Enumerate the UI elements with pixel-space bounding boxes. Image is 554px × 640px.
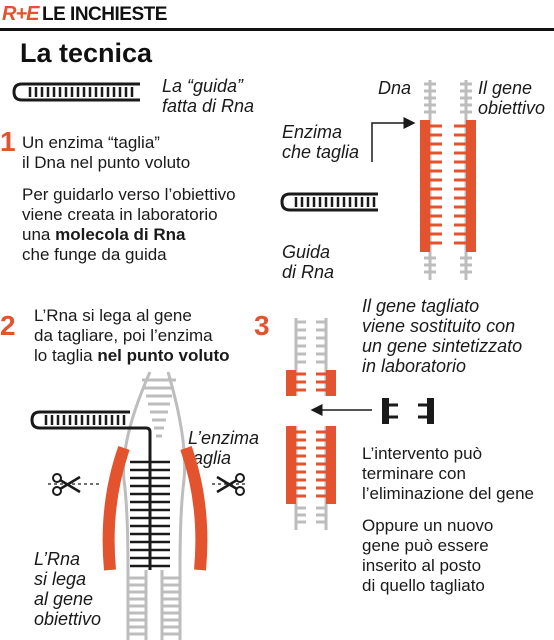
page-title: La tecnica xyxy=(20,38,153,68)
step-3-caption: Il gene tagliato viene sostituito con un… xyxy=(362,296,522,376)
step-2-line-1: L’Rna si lega al gene xyxy=(34,306,192,325)
step-1-guide-rna-icon xyxy=(280,192,378,212)
brand-logo: R+E xyxy=(2,3,39,25)
section-title: LE INCHIESTE xyxy=(42,4,167,25)
gene-target-label: Il gene obiettivo xyxy=(478,78,545,118)
step-2-gene-right xyxy=(180,446,208,571)
step-2-enzyme-line-2: taglia xyxy=(188,448,232,468)
dna-label: Dna xyxy=(378,78,412,98)
step-2-gene-left xyxy=(102,446,130,571)
step-2-number: 2 xyxy=(0,310,16,341)
step-3-line-3: l’eliminazione del gene xyxy=(362,484,535,503)
step-2-guide-rna-icon xyxy=(30,410,152,455)
step-2-text: L’Rna si lega al gene da tagliare, poi l… xyxy=(34,306,230,366)
step-1-text-a: Un enzima “taglia” il Dna nel punto volu… xyxy=(22,133,190,173)
step-2-enzyme-label: L’enzima taglia xyxy=(188,428,259,468)
guide-line-2: di Rna xyxy=(282,262,335,282)
gene-segment-right xyxy=(466,120,476,252)
step-1-line-1: Un enzima “taglia” xyxy=(22,133,160,152)
step-2-rna-line-4: obiettivo xyxy=(34,609,102,629)
step-3-caption-line-2: viene sostituito con xyxy=(362,316,516,336)
step-3-dna-cut xyxy=(286,318,336,530)
step-3-line-2: terminare con xyxy=(362,464,466,483)
step-1-line-2: il Dna nel punto voluto xyxy=(22,153,191,172)
guide-legend-line-1: La “guida” xyxy=(162,76,244,96)
step-2-line-2: da tagliare, poi l’enzima xyxy=(34,326,213,345)
step-3-line-5: gene può essere xyxy=(362,536,489,555)
step-2-rna-line-1: L’Rna xyxy=(34,549,81,569)
step-1-number: 1 xyxy=(0,126,16,157)
step-3-number: 3 xyxy=(254,310,270,341)
step-3-gene-bottom-left xyxy=(286,426,296,504)
step-2-bold-cut: nel punto voluto xyxy=(97,346,230,365)
step-1-bold-rna: molecola di Rna xyxy=(55,225,186,244)
step-1-line-5-start: una xyxy=(22,225,56,244)
step-1-line-6: che funge da guida xyxy=(22,245,167,264)
scissors-icon xyxy=(212,473,248,496)
guide-line-1: Guida xyxy=(282,242,331,262)
enzyme-label: Enzima che taglia xyxy=(282,122,359,162)
step-2-dna-unzipped xyxy=(102,371,208,640)
masthead: R+E LE INCHIESTE xyxy=(0,0,554,31)
guide-label: Guida di Rna xyxy=(282,242,334,282)
step-3-line-7: di quello tagliato xyxy=(362,576,485,595)
step-3-caption-line-3: un gene sintetizzato xyxy=(362,336,523,356)
step-1-line-4: viene creata in laboratorio xyxy=(22,205,218,224)
step-3-gene-bottom-right xyxy=(326,426,336,504)
gene-segment-left xyxy=(420,120,430,252)
step-2-rna-line-3: al gene xyxy=(34,589,94,609)
step-1-line-5: una molecola di Rna xyxy=(22,225,236,245)
step-2-rna-label: L’Rna si lega al gene obiettivo xyxy=(34,549,101,629)
enzyme-pointer-arrow xyxy=(371,117,416,162)
gene-target-line-1: Il gene xyxy=(478,78,533,98)
step-2-enzyme-line-1: L’enzima xyxy=(188,428,260,448)
step-3-gene-top-left xyxy=(286,370,296,396)
step-3-text-a: L’intervento può terminare con l’elimina… xyxy=(362,444,534,504)
synthetic-gene-icon xyxy=(382,398,434,424)
enzyme-line-1: Enzima xyxy=(282,122,343,142)
step-3-line-1: L’intervento può xyxy=(362,444,483,463)
step-2-line-3-start: lo taglia xyxy=(34,346,98,365)
legend-guide-rna-icon xyxy=(12,82,140,102)
enzyme-line-2: che taglia xyxy=(282,142,360,162)
step-1-dna-strand xyxy=(420,80,476,280)
step-2-rna-line-2: si lega xyxy=(34,569,87,589)
masthead-rule xyxy=(0,28,554,31)
step-3-line-4: Oppure un nuovo xyxy=(362,516,494,535)
step-1-line-3: Per guidarlo verso l’obiettivo xyxy=(22,185,236,204)
scissors-icon xyxy=(48,473,100,496)
step-3-caption-line-1: Il gene tagliato xyxy=(362,296,480,316)
step-1-text-b: Per guidarlo verso l’obiettivo viene cre… xyxy=(22,185,236,265)
step-2-line-3: lo taglia nel punto voluto xyxy=(34,346,230,366)
step-3-caption-line-4: in laboratorio xyxy=(362,356,467,376)
guide-legend-line-2: fatta di Rna xyxy=(162,96,255,116)
step-3-line-6: inserito al posto xyxy=(362,556,482,575)
gene-target-line-2: obiettivo xyxy=(478,98,546,118)
guide-legend-caption: La “guida” fatta di Rna xyxy=(162,76,254,116)
step-3-gene-top-right xyxy=(326,370,336,396)
step-3-text-b: Oppure un nuovo gene può essere inserito… xyxy=(362,516,493,596)
